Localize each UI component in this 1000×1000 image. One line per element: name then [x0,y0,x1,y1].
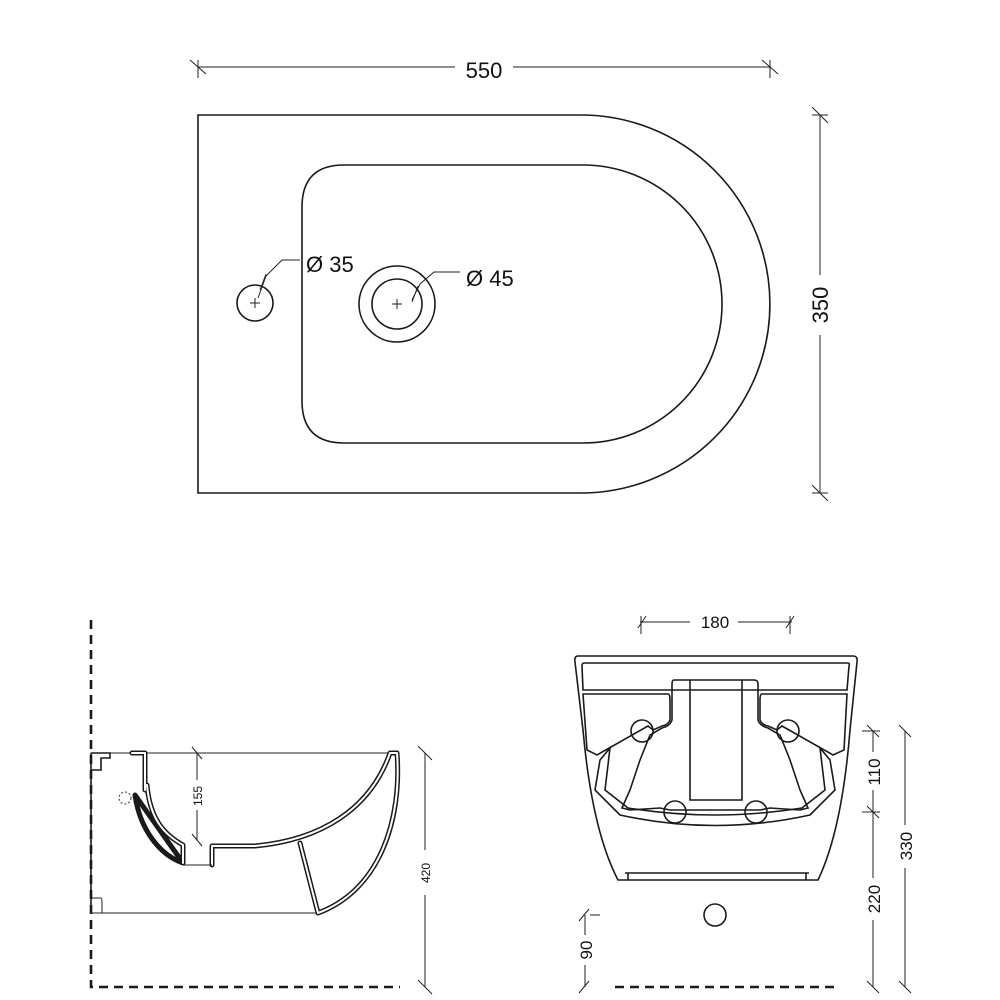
bowl-inner-outline [301,164,723,444]
body-outline [574,655,858,881]
fixing-height-dimension: 110 [862,724,884,819]
waste-outlet [703,903,727,927]
height-dim-label: 420 [419,863,433,883]
depth-dimension: 350 [808,106,833,502]
height-dimension: 420 [417,745,433,995]
bowl-depth-label: 155 [191,786,205,806]
width-dimension: 550 [189,58,779,83]
waste-height-dimension: 90 [577,908,600,994]
small-hole [236,284,274,322]
bidet-outer-outline [197,114,771,494]
tap-hole-label: Ø 45 [466,266,514,291]
fixing-height-label: 110 [865,758,884,785]
fixing-spacing-label: 180 [701,613,729,632]
tap-hole [358,265,436,343]
wall-line [89,620,400,989]
back-view: 180 110 220 330 90 [574,613,916,994]
width-dim-label: 550 [466,58,503,83]
hidden-hole [118,791,132,805]
lower-fixing-dimension: 220 [865,812,884,994]
tap-hole-leader [411,271,460,301]
fixing-spacing-dimension: 180 [637,613,795,634]
back-inner-panel [582,693,848,756]
small-hole-leader [257,259,300,299]
small-hole-label: Ø 35 [306,252,354,277]
total-height-dimension: 330 [897,724,916,994]
depth-dim-label: 350 [808,287,833,324]
waste-height-label: 90 [577,941,596,960]
total-height-label: 330 [897,832,916,860]
top-view: Ø 35 Ø 45 550 350 [189,58,833,502]
lower-fixing-label: 220 [865,885,884,913]
bowl-depth-dimension: 155 [191,746,205,847]
side-view: 155 420 [89,620,433,995]
bowl-section [129,750,401,916]
